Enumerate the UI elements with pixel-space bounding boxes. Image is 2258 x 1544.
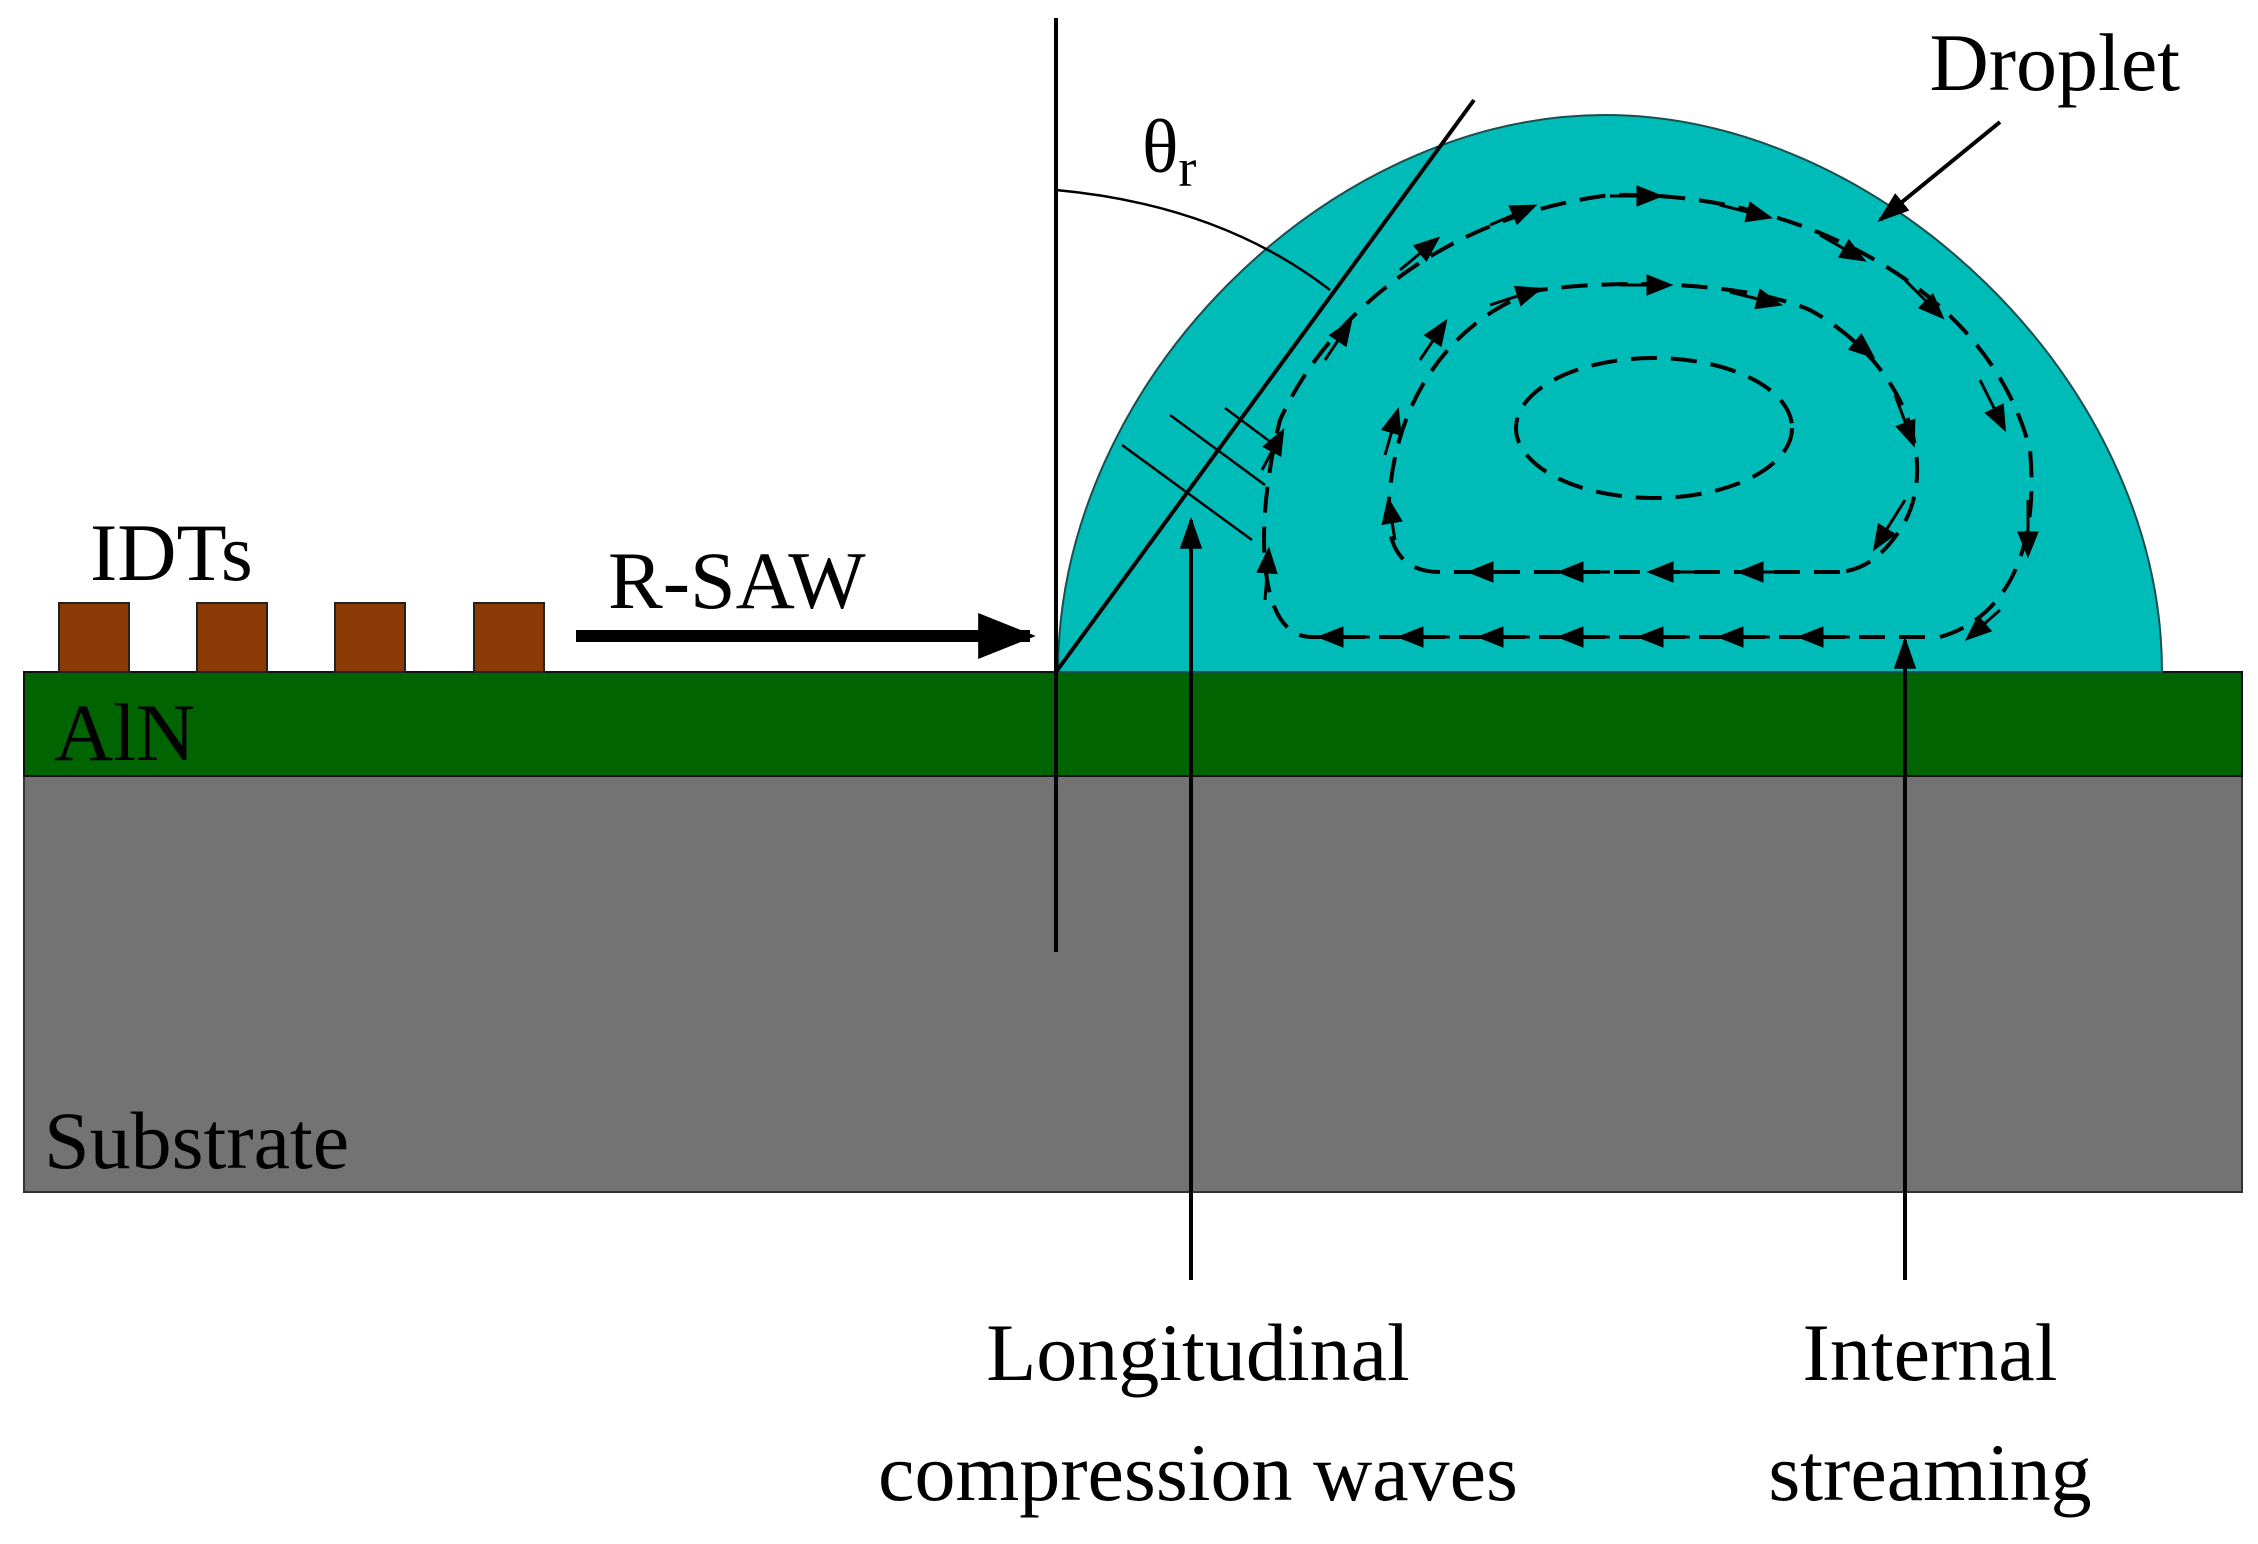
aln-layer [23,671,2243,777]
angle-arc [1055,188,1331,291]
streaming-loop-outer [1262,192,2034,639]
longitudinal-label-line2: compression waves [878,1427,1518,1518]
internal-label-line2: streaming [1768,1427,2091,1518]
idt-electrode [196,602,268,673]
idt-electrodes [58,602,545,673]
aln-label: AlN [54,687,195,778]
substrate-label: Substrate [44,1095,349,1186]
longitudinal-label-line1: Longitudinal [986,1307,1410,1398]
rsaw-label: R-SAW [608,535,866,626]
theta-subscript: r [1178,138,1196,198]
idt-electrode [473,602,545,673]
droplet-shape [1056,113,2164,673]
idt-electrode [334,602,406,673]
theta-symbol: θ [1142,105,1178,189]
streaming-arrows [1256,185,2039,648]
streaming-loop-inner [1514,356,1794,500]
theta-label: θr [1142,105,1196,198]
idt-electrode [58,602,130,673]
idts-label: IDTs [90,507,253,598]
refraction-line [1054,98,1476,674]
internal-label-line1: Internal [1803,1307,2058,1398]
droplet-label: Droplet [1930,17,2181,108]
substrate-layer [23,775,2243,1193]
droplet-pointer-arrow [1877,120,2002,223]
